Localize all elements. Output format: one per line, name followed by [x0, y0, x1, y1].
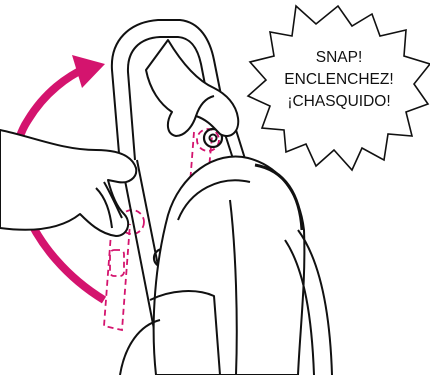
callout-line-1: SNAP!	[316, 49, 363, 66]
left-lock-slot	[110, 250, 124, 276]
callout-line-2: ENCLENCHEZ!	[284, 71, 393, 88]
stroller-seat	[120, 157, 332, 375]
right-hand	[146, 40, 238, 136]
seat-back	[154, 157, 305, 375]
starburst-callout-icon	[248, 6, 430, 170]
callout-line-3: ¡CHASQUIDO!	[287, 93, 390, 110]
starburst-callout: SNAP! ENCLENCHEZ! ¡CHASQUIDO!	[248, 6, 430, 170]
left-hand	[0, 130, 136, 236]
hinge-knob-right-core	[210, 135, 217, 142]
